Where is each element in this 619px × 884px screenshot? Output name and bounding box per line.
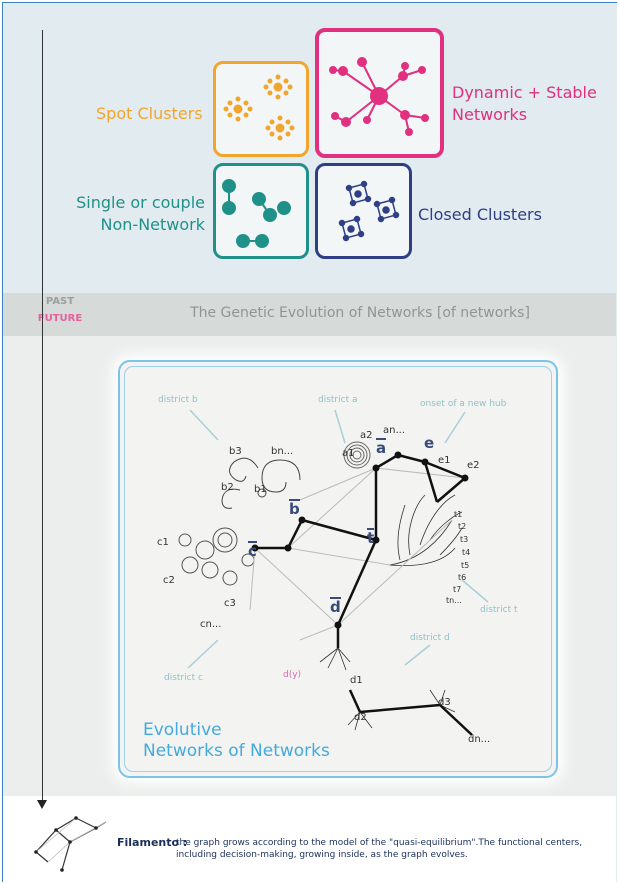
district-b-label: district b: [158, 395, 198, 405]
node-a2: a2: [360, 430, 373, 441]
node-t3: t3: [460, 535, 469, 544]
timeline-line: [42, 30, 43, 805]
district-d-label: district d: [410, 633, 450, 643]
thin-links: [249, 467, 466, 641]
past-future-band: [3, 293, 616, 336]
filamento-graph-icon: [34, 816, 107, 872]
new-hub-label: onset of a new hub: [420, 399, 507, 409]
spot-clusters-label: Spot Clusters: [96, 104, 203, 123]
node-c2: c2: [163, 575, 175, 586]
hub-d-label: d: [330, 597, 341, 616]
node-t5: t5: [461, 561, 470, 570]
hub-c-label: c: [248, 541, 257, 560]
future-label: FUTURE: [37, 313, 83, 324]
closed-clusters-label: Closed Clusters: [418, 205, 542, 224]
node-e1: e1: [438, 455, 451, 466]
hub-t-label: t: [367, 528, 375, 547]
closed-clusters-icon: [338, 180, 400, 242]
spiral-b: [221, 457, 301, 509]
spot-clusters-box: [213, 61, 309, 157]
main-links: [255, 453, 473, 736]
diagram-title: Evolutive Networks of Networks: [143, 720, 330, 762]
node-t4: t4: [462, 548, 471, 557]
district-c-label: district c: [164, 673, 203, 683]
tree-t: [389, 494, 463, 567]
node-d3: d3: [438, 697, 451, 708]
network-card-inner: [124, 366, 552, 772]
node-cn: cn...: [200, 619, 222, 630]
node-b1: b1: [254, 484, 267, 495]
district-a-label: district a: [318, 395, 358, 405]
dynamic-stable-box: [315, 28, 444, 158]
dynamic-stable-label-1: Dynamic + Stable: [452, 83, 597, 102]
closed-clusters-box: [315, 163, 412, 259]
node-c3: c3: [224, 598, 236, 609]
node-dy: d(y): [283, 670, 302, 680]
hub-a-label: a: [376, 438, 387, 457]
legend-panel: [3, 3, 616, 293]
single-couple-label-2: Non-Network: [100, 215, 205, 234]
spot-clusters-icon: [223, 74, 295, 141]
node-tn: tn...: [446, 596, 462, 605]
node-b3: b3: [229, 446, 242, 457]
band-title: The Genetic Evolution of Networks [of ne…: [190, 305, 530, 321]
filamento-description: the graph grows according to the model o…: [176, 838, 583, 860]
node-d1: d1: [350, 675, 363, 686]
filamento-term: Filamento :: [117, 836, 188, 849]
past-label: PAST: [45, 296, 75, 307]
single-couple-label-1: Single or couple: [76, 193, 205, 212]
node-t7: t7: [453, 585, 462, 594]
node-d2: d2: [354, 712, 367, 723]
hub-nodes: [251, 451, 469, 629]
timeline-arrow-icon: [37, 800, 47, 809]
node-bn: bn...: [271, 446, 294, 457]
single-couple-box: [213, 163, 309, 259]
spiral-c: [178, 527, 255, 586]
district-t-label: district t: [480, 605, 518, 615]
node-e2: e2: [467, 460, 480, 471]
node-dn: dn...: [468, 734, 491, 745]
node-a1: a1: [342, 448, 355, 459]
concentric-a: [343, 441, 371, 469]
dynamic-network-icon: [329, 57, 429, 136]
node-c1: c1: [157, 537, 169, 548]
node-an: an...: [383, 425, 406, 436]
node-t6: t6: [458, 573, 467, 582]
district-arrows: [187, 409, 489, 669]
hub-b-label: b: [289, 499, 300, 518]
node-t2: t2: [458, 522, 467, 531]
hub-e-label: e: [424, 434, 435, 452]
network-card: [118, 360, 558, 778]
footer-panel: [3, 796, 616, 884]
node-b2: b2: [221, 482, 234, 493]
node-t1: t1: [454, 510, 463, 519]
diagram-title-line1: Evolutive: [143, 720, 222, 740]
diagram-title-line2: Networks of Networks: [143, 741, 330, 761]
dynamic-stable-label-2: Networks: [452, 105, 528, 124]
single-couple-icon: [222, 179, 291, 248]
